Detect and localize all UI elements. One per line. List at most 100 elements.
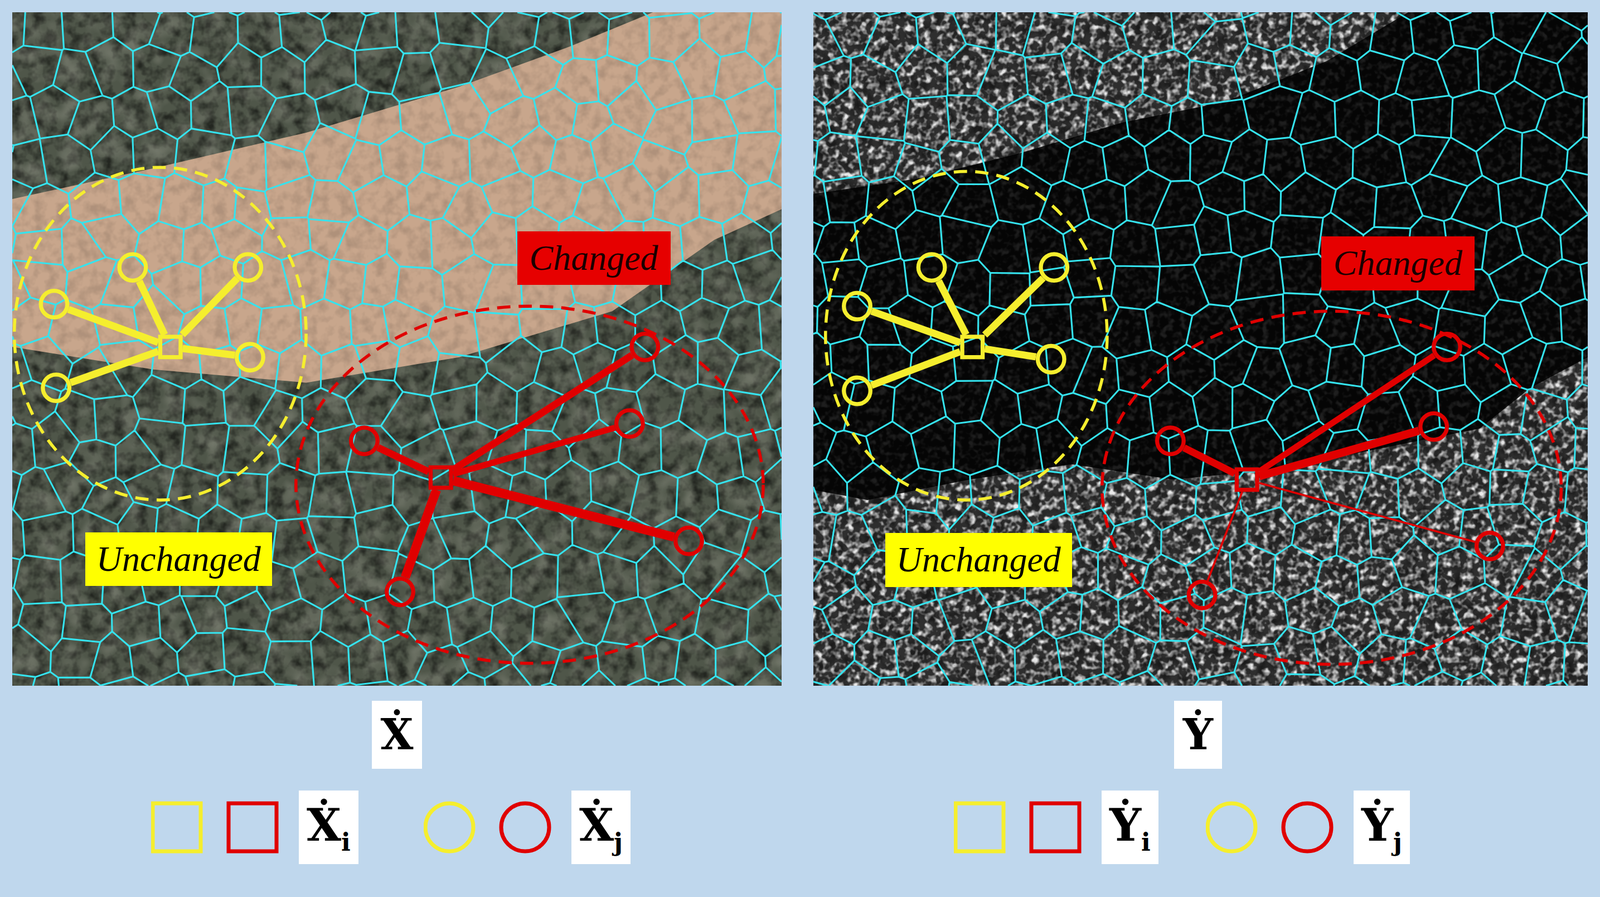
legend-item: Ẋj [423, 790, 631, 864]
image-symbol: Ẏ [1174, 700, 1223, 770]
legend-text: Ẏj [1353, 790, 1410, 864]
graph-edge [453, 480, 675, 537]
node-text: Unchanged [896, 538, 1061, 582]
band-texture [12, 12, 782, 421]
water-texture [813, 12, 1588, 523]
center-node [962, 336, 983, 358]
graph-edge [453, 427, 615, 474]
square-symbol [152, 803, 201, 852]
graph-edge [139, 280, 166, 335]
legend-item: Ẏi [953, 790, 1159, 864]
neighbour-node [918, 254, 945, 281]
optical-image [12, 12, 782, 686]
node-text: Changed [1333, 241, 1463, 285]
graph-edge [1184, 447, 1235, 474]
superpixel-graph [351, 333, 703, 606]
neighbour-node [1420, 413, 1448, 440]
image-texture [813, 12, 1588, 523]
neighbour-node [844, 292, 871, 320]
legend-swatch [151, 799, 280, 856]
neighbour-node [1433, 333, 1461, 361]
legend-text: Ẋi [298, 790, 359, 864]
image-texture [813, 12, 1588, 686]
changed-label: Changed [517, 231, 671, 286]
graph-edge [182, 348, 236, 356]
neighbour-node [119, 254, 147, 281]
graph-edge [1259, 430, 1420, 477]
node-text: Ẋ [380, 706, 414, 764]
neighbour-node [631, 333, 659, 361]
neighbour-node [42, 374, 70, 402]
neighbour-node [675, 527, 703, 555]
graph-edge [377, 447, 429, 472]
graph-edge [871, 311, 960, 343]
node-text: Changed [529, 236, 659, 280]
graph-edge [453, 355, 633, 470]
legend-swatch [1205, 799, 1335, 856]
neighbour-node [844, 377, 871, 405]
unchanged-label: Unchanged [885, 532, 1073, 588]
center-node [430, 467, 452, 488]
legend-text: Ẋj [571, 790, 631, 864]
sar-image [813, 12, 1588, 686]
legend-item: Ẏj [1205, 790, 1410, 864]
legend-swatch [953, 799, 1083, 856]
neighbour-node [616, 410, 644, 438]
neighbour-node [234, 254, 262, 281]
image-texture [12, 12, 782, 686]
square-symbol [228, 803, 277, 852]
neighbourhood-outline [296, 306, 764, 664]
superpixel-graph [844, 254, 1068, 405]
superpixel-graph [40, 254, 264, 402]
neighbourhood-outline [825, 171, 1108, 501]
center-node [160, 336, 181, 358]
neighbour-node [1476, 532, 1504, 560]
center-node [1236, 469, 1258, 491]
superpixel-graph [1157, 333, 1503, 609]
graph-edge [405, 490, 437, 578]
neighbour-node [236, 343, 264, 371]
circle-symbol [1283, 803, 1332, 852]
unchanged-label: Unchanged [85, 532, 273, 587]
legend-text: Ẏi [1101, 790, 1159, 864]
circle-symbol [501, 803, 550, 852]
graph-edge [70, 351, 159, 383]
legend-swatch [423, 799, 552, 856]
neighbour-node [40, 291, 68, 318]
image-texture [813, 12, 1588, 686]
image-ground [12, 12, 782, 686]
circle-symbol [1207, 803, 1256, 852]
superpixel-boundaries [813, 12, 1588, 686]
square-symbol [955, 803, 1004, 852]
graph-edge [182, 278, 238, 335]
image-ground [813, 12, 1588, 686]
graph-edge [1259, 482, 1476, 542]
circle-symbol [425, 803, 474, 852]
graph-edge [68, 309, 159, 343]
neighbour-node [1157, 427, 1185, 455]
square-symbol [1031, 803, 1080, 852]
neighbour-node [1040, 254, 1068, 281]
neighbour-node [1188, 581, 1216, 609]
neighbourhood-outline [1102, 311, 1562, 664]
image-symbol: Ẋ [371, 700, 423, 770]
graph-edge [1207, 491, 1243, 581]
image-texture [12, 12, 782, 686]
changed-label: Changed [1321, 236, 1475, 291]
graph-edge [984, 348, 1036, 357]
neighbour-node [1037, 346, 1065, 373]
superpixel-boundaries [12, 12, 782, 686]
image-texture [12, 12, 782, 421]
node-text: Ẏ [1182, 706, 1214, 764]
graph-edge [871, 351, 960, 386]
neighbour-node [351, 427, 378, 455]
neighbourhood-outline [14, 167, 307, 501]
graph-edge [938, 280, 967, 335]
graph-edge [984, 278, 1044, 336]
legend-item: Ẋi [151, 790, 359, 864]
node-text: Unchanged [96, 537, 261, 581]
neighbour-node [386, 578, 414, 606]
